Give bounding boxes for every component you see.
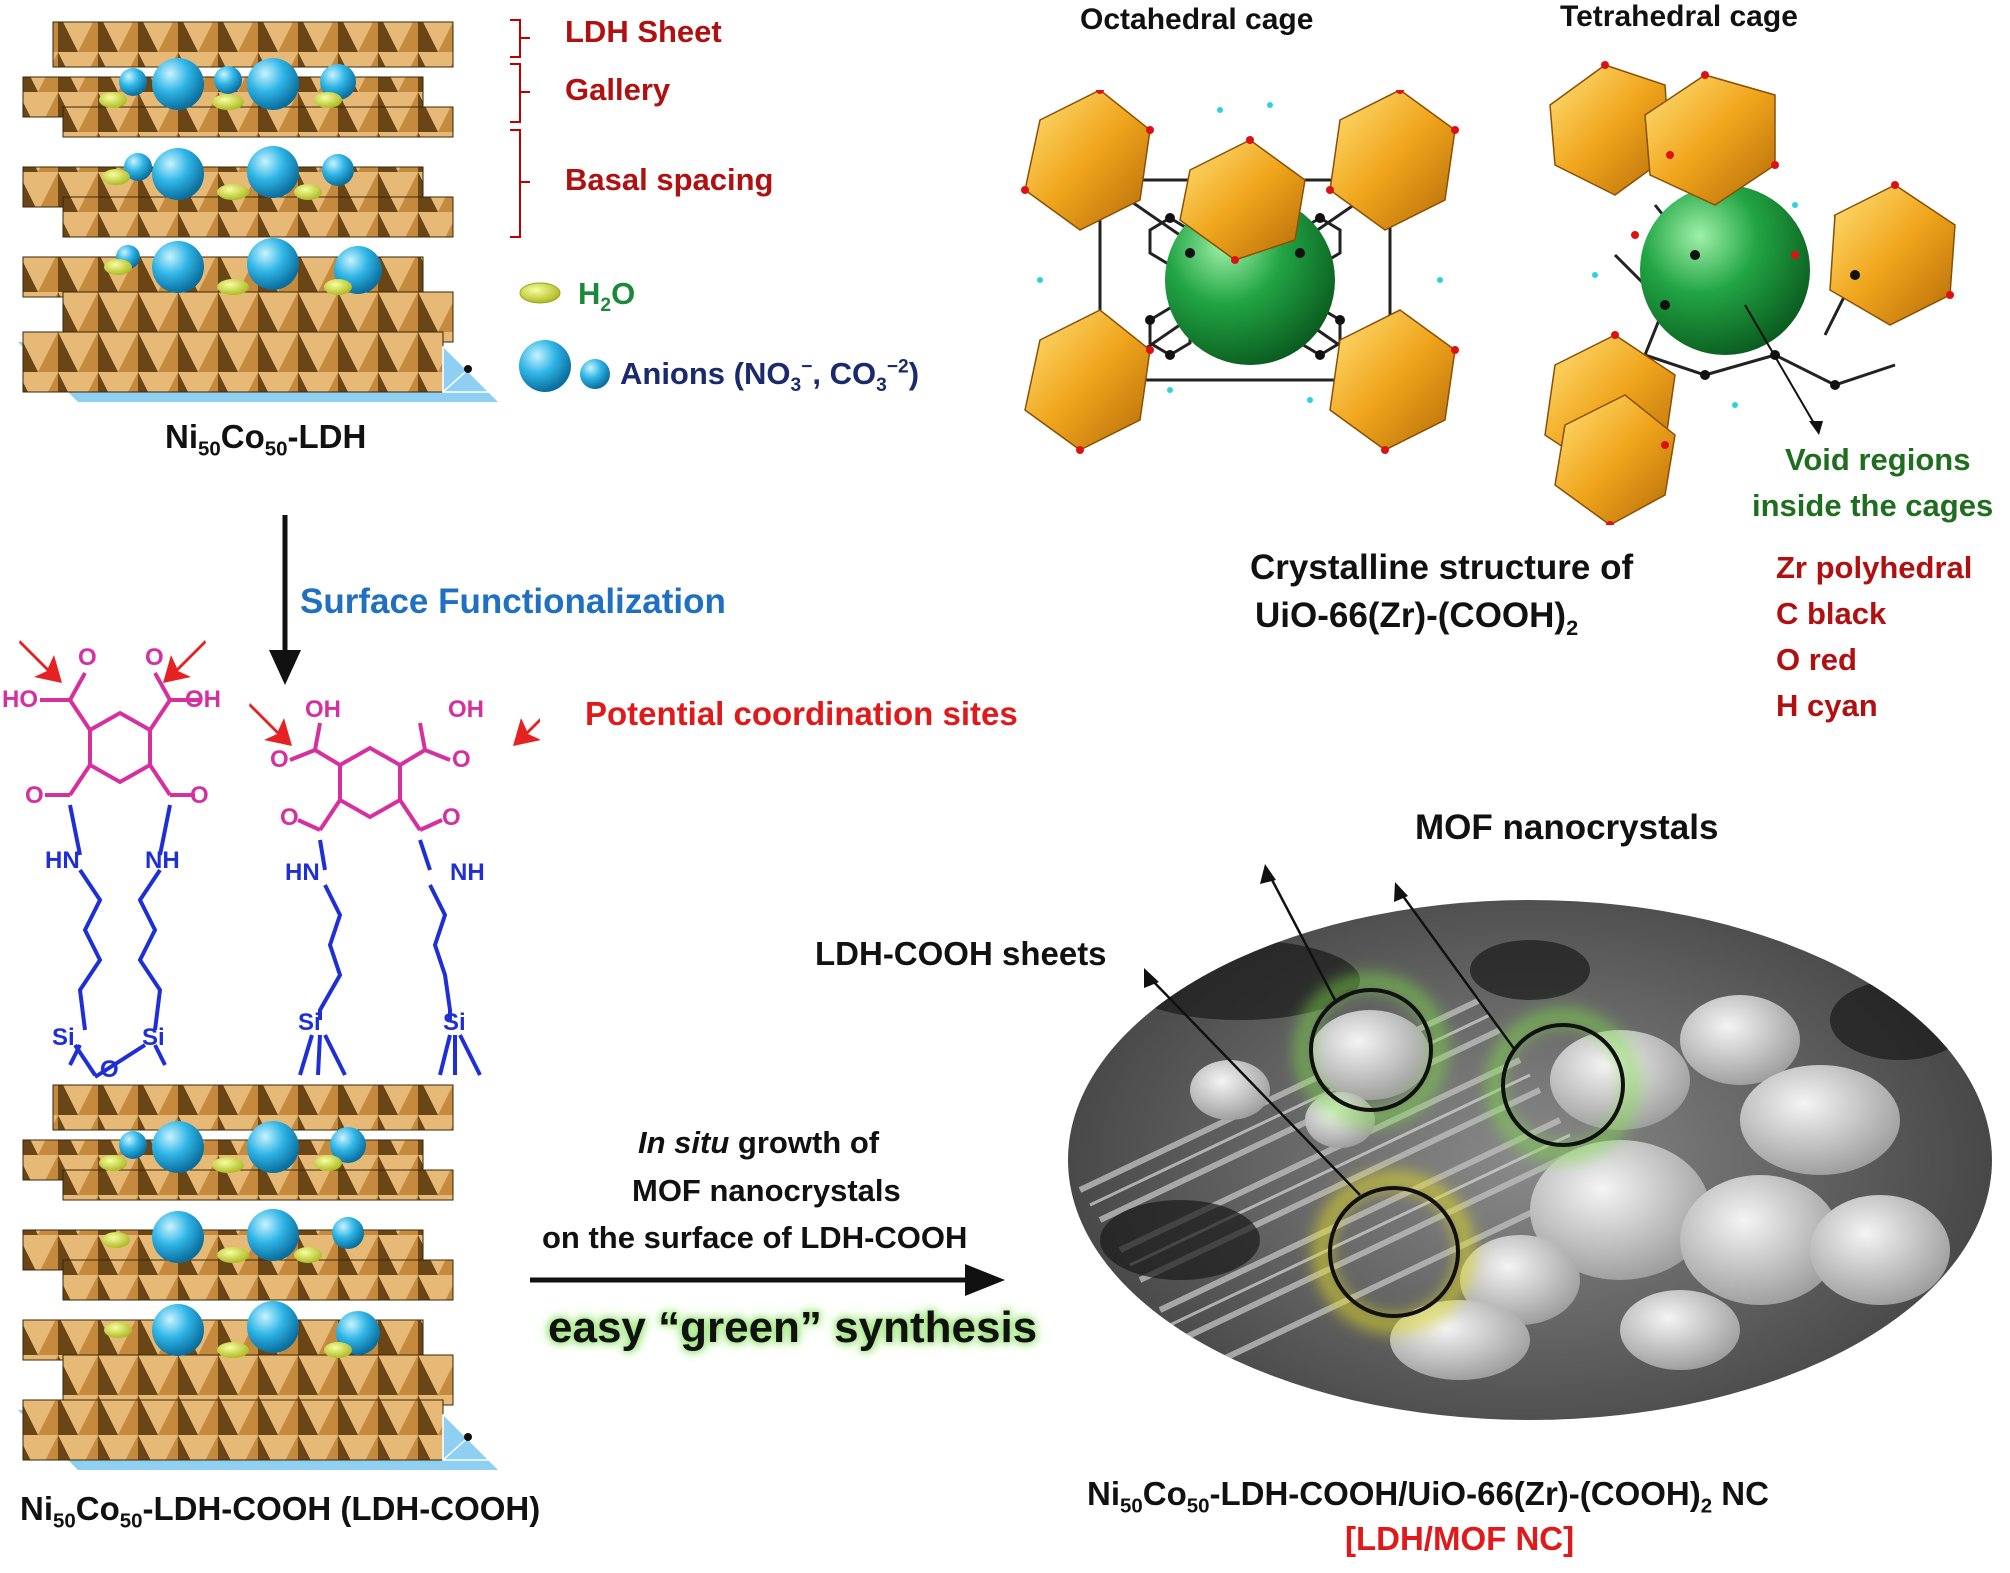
label-octahedral-cage: Octahedral cage — [1080, 3, 1314, 36]
label-void-regions-2: inside the cages — [1752, 488, 1994, 523]
mol-label-o-1: O — [78, 644, 97, 671]
mol-label-o-9: O — [100, 1056, 119, 1083]
mol-label-si-1: Si — [52, 1024, 75, 1051]
legend-water: H2O — [578, 276, 636, 317]
functional-molecules: HO O OH O O O OH O OH O O O HN NH HN NH … — [2, 640, 540, 1083]
octahedral-cage-graphic — [1021, 90, 1459, 454]
mol-label-o-2: O — [145, 644, 164, 671]
mol-label-si-4: Si — [443, 1009, 466, 1036]
mol-label-o-7: O — [280, 804, 299, 831]
mol-label-si-2: Si — [142, 1024, 165, 1051]
sem-caption-line1: Ni50Co50-LDH-COOH/UiO-66(Zr)-(COOH)2 NC — [1087, 1475, 1769, 1518]
legend-anions: Anions (NO3−, CO3−2) — [620, 356, 920, 397]
synthesis-line2: MOF nanocrystals — [632, 1173, 901, 1208]
label-tetrahedral-cage: Tetrahedral cage — [1560, 0, 1798, 33]
mof-legend-o: O red — [1776, 642, 1857, 677]
ldh-brackets — [510, 19, 530, 238]
mol-label-si-3: Si — [298, 1009, 321, 1036]
mol-label-ho-1: HO — [2, 686, 38, 713]
label-ldh-sheet: LDH Sheet — [565, 14, 722, 49]
water-icon — [519, 282, 561, 304]
mol-label-oh-3: OH — [448, 696, 484, 723]
synthesis-line3: on the surface of LDH-COOH — [542, 1220, 968, 1255]
sem-image — [1068, 864, 1992, 1420]
mol-label-o-6: O — [452, 746, 471, 773]
ldh-layers-graphic — [18, 21, 498, 402]
mol-label-o-5: O — [270, 746, 289, 773]
caption-ldh-cooh: Ni50Co50-LDH-COOH (LDH-COOH) — [20, 1490, 541, 1533]
label-coordination-sites: Potential coordination sites — [585, 695, 1018, 732]
mol-label-o-4: O — [190, 782, 209, 809]
label-ldh-cooh-sheets: LDH-COOH sheets — [815, 935, 1107, 972]
mof-caption-line1: Crystalline structure of — [1250, 548, 1634, 587]
anion-icon — [519, 340, 610, 392]
mof-legend-zr: Zr polyhedral — [1776, 550, 1973, 585]
ldh-structure-top — [18, 12, 498, 402]
tetrahedral-cage-graphic — [1544, 61, 1956, 525]
label-surface-functionalization: Surface Functionalization — [300, 582, 726, 621]
synthesis-line1: In situ growth of — [638, 1125, 880, 1160]
arrow-down-icon — [269, 515, 301, 685]
mof-caption-line2: UiO-66(Zr)-(COOH)2 — [1255, 596, 1579, 640]
mol-label-o-3: O — [25, 782, 44, 809]
mol-label-o-8: O — [442, 804, 461, 831]
mol-label-hn-2: HN — [285, 859, 320, 886]
sem-caption-line2: [LDH/MOF NC] — [1345, 1520, 1575, 1557]
mof-legend-h: H cyan — [1776, 688, 1878, 723]
ldh-structure-bottom — [18, 1075, 498, 1470]
ldh-cooh-layers-graphic — [18, 1084, 498, 1470]
mol-label-nh-1: NH — [145, 847, 180, 874]
label-void-regions-1: Void regions — [1785, 442, 1971, 477]
label-basal-spacing: Basal spacing — [565, 162, 774, 197]
arrow-right-icon — [530, 1264, 1005, 1296]
mol-label-nh-2: NH — [450, 859, 485, 886]
mol-label-hn-1: HN — [45, 847, 80, 874]
mol-label-oh-2: OH — [305, 696, 341, 723]
label-gallery: Gallery — [565, 72, 671, 107]
label-green-synthesis: easy “green” synthesis — [548, 1303, 1038, 1352]
caption-ldh: Ni50Co50-LDH — [165, 418, 367, 461]
mof-legend-c: C black — [1776, 596, 1887, 631]
label-mof-nanocrystals: MOF nanocrystals — [1415, 808, 1719, 847]
mol-label-oh-1: OH — [185, 686, 221, 713]
